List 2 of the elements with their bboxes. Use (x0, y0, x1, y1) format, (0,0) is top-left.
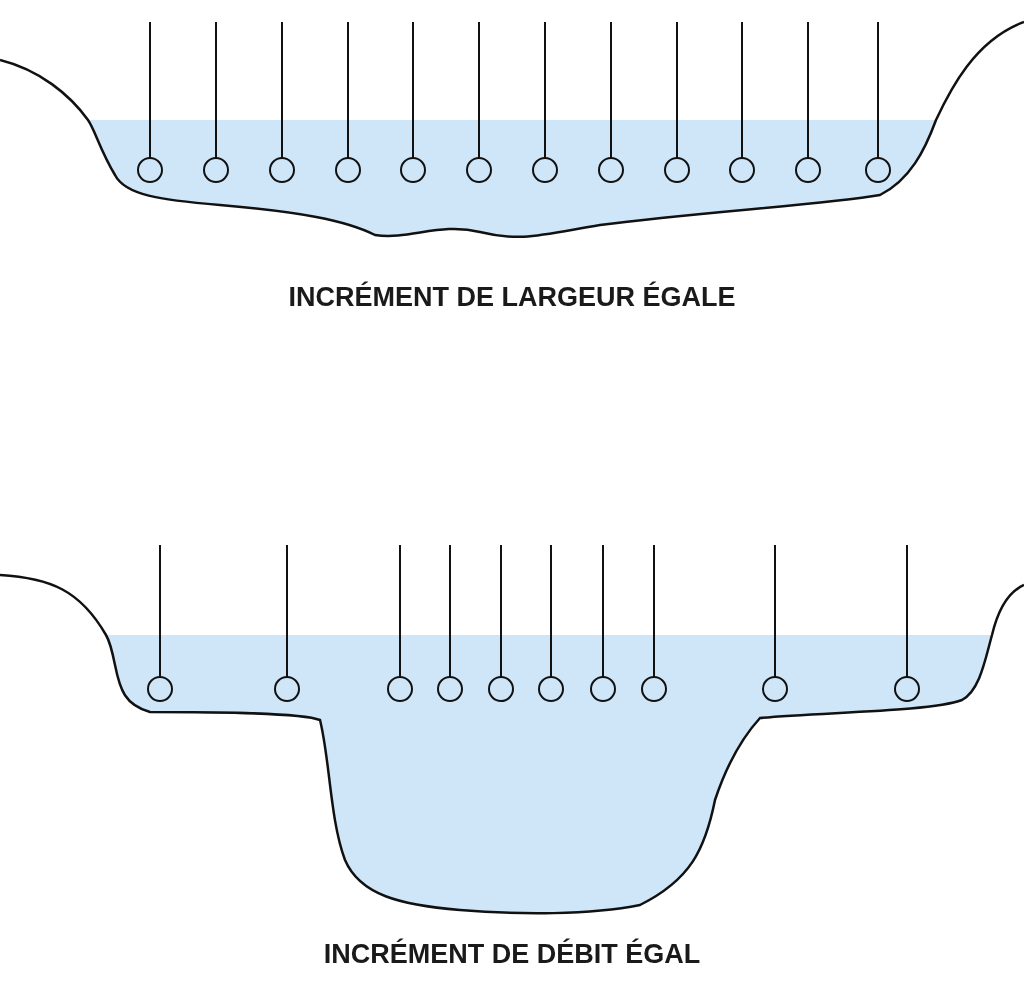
section-caption: INCRÉMENT DE LARGEUR ÉGALE (288, 282, 736, 313)
section-caption: INCRÉMENT DE DÉBIT ÉGAL (323, 939, 701, 970)
